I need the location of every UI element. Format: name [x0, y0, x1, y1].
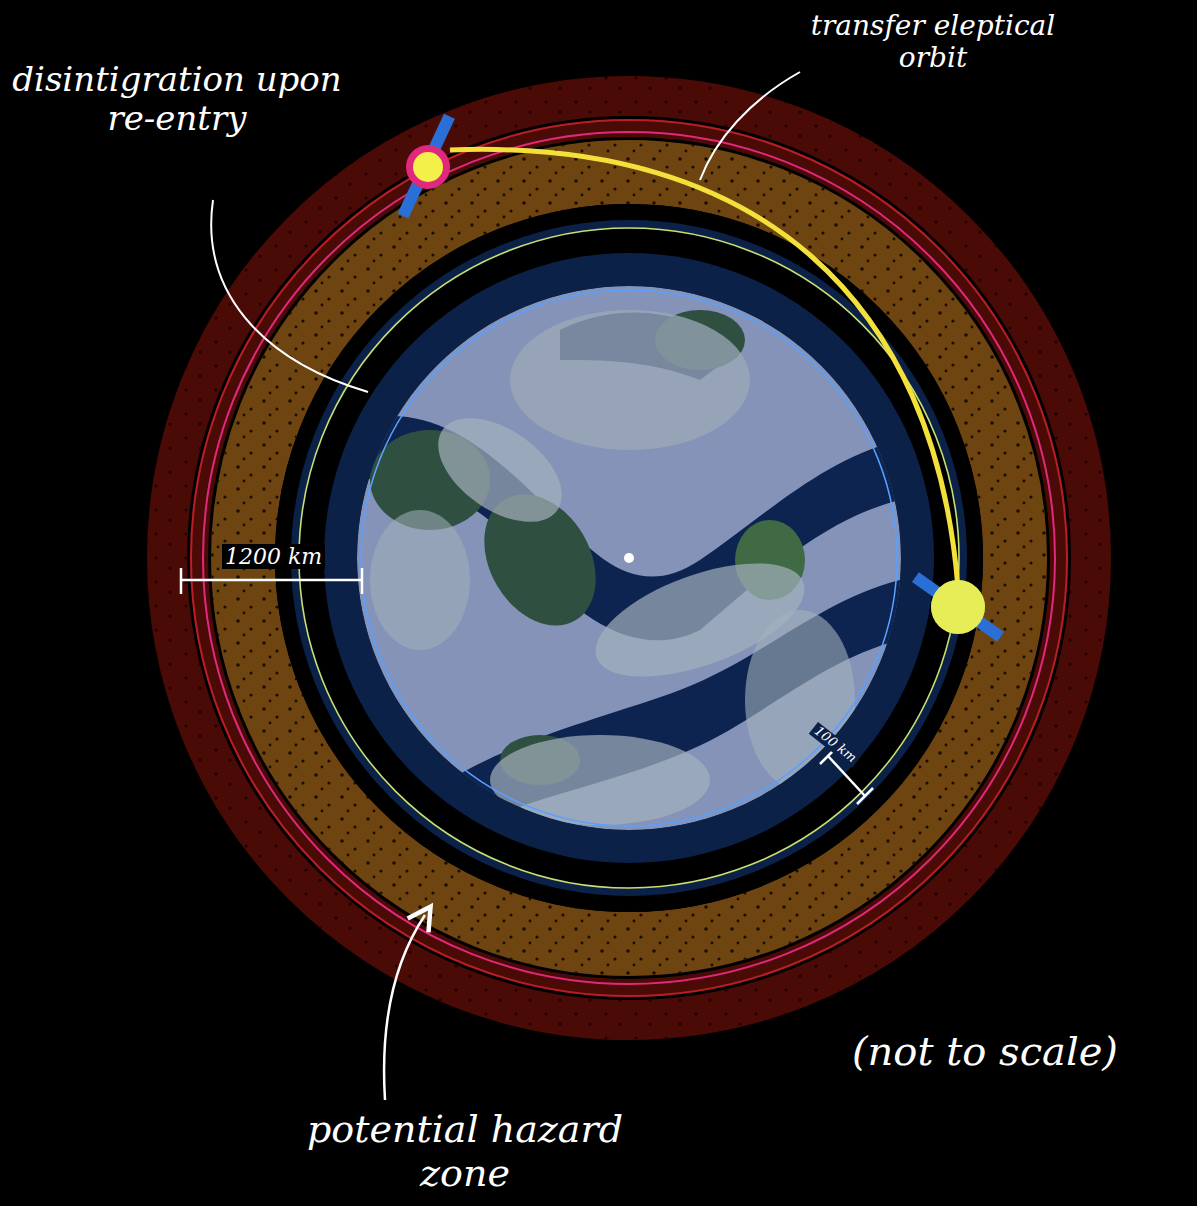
- earth-center: [624, 553, 634, 563]
- dimension-tick: [180, 568, 183, 594]
- satellite: [912, 572, 1004, 641]
- note-text: (not to scale): [852, 1028, 1118, 1074]
- leader-arrow: [384, 915, 425, 1100]
- low-orbit-line: [299, 228, 959, 888]
- outer-band-texture: [167, 96, 1091, 1020]
- pink-orbit-line: [203, 132, 1055, 984]
- leader-line: [700, 72, 800, 180]
- dimension-tick: [361, 568, 364, 594]
- transfer-orbit: [450, 149, 958, 588]
- callout-text: disintigration upon re-entry: [12, 60, 342, 138]
- atmosphere-edge: [295, 224, 963, 892]
- debris-texture: [243, 172, 1015, 944]
- atmosphere: [324, 253, 934, 863]
- callout-text: transfer eleptical orbit: [808, 10, 1058, 74]
- earth: [357, 286, 901, 850]
- earth-outline: [361, 290, 897, 826]
- inner-red-band: [199, 128, 1059, 988]
- red-line: [191, 120, 1067, 996]
- dimension-line: [181, 579, 362, 582]
- dimension-tick: [857, 788, 873, 804]
- satellite: [398, 114, 455, 219]
- dimension-label: 1200 km: [222, 544, 325, 569]
- debris-band: [243, 172, 1015, 944]
- outer-band: [167, 96, 1091, 1020]
- gap: [283, 212, 975, 904]
- leader-line: [211, 200, 368, 392]
- callout-text: potential hazard zone: [300, 1108, 630, 1195]
